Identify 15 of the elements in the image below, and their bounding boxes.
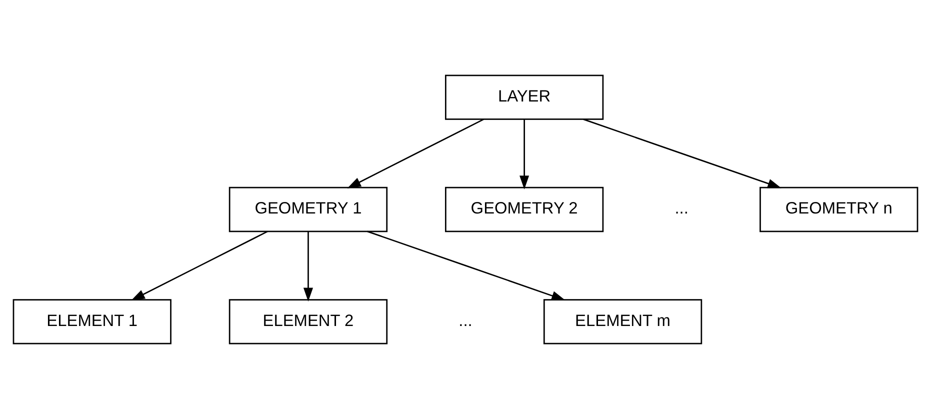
- arrow: [347, 118, 484, 188]
- arrow: [367, 230, 566, 300]
- arrow: [131, 230, 268, 301]
- node-box: GEOMETRY 1: [228, 186, 388, 232]
- node-box: GEOMETRY n: [760, 186, 918, 232]
- node-box: LAYER: [444, 74, 604, 120]
- node-box: ELEMENT 2: [228, 299, 388, 344]
- label: ...: [458, 312, 472, 330]
- label: ...: [674, 200, 688, 218]
- arrow: [303, 231, 314, 302]
- arrow: [583, 118, 782, 188]
- node-box: GEOMETRY 2: [444, 186, 604, 232]
- node-box: ELEMENT 1: [12, 299, 172, 344]
- node-box: ELEMENT m: [543, 299, 702, 344]
- arrow: [520, 119, 530, 190]
